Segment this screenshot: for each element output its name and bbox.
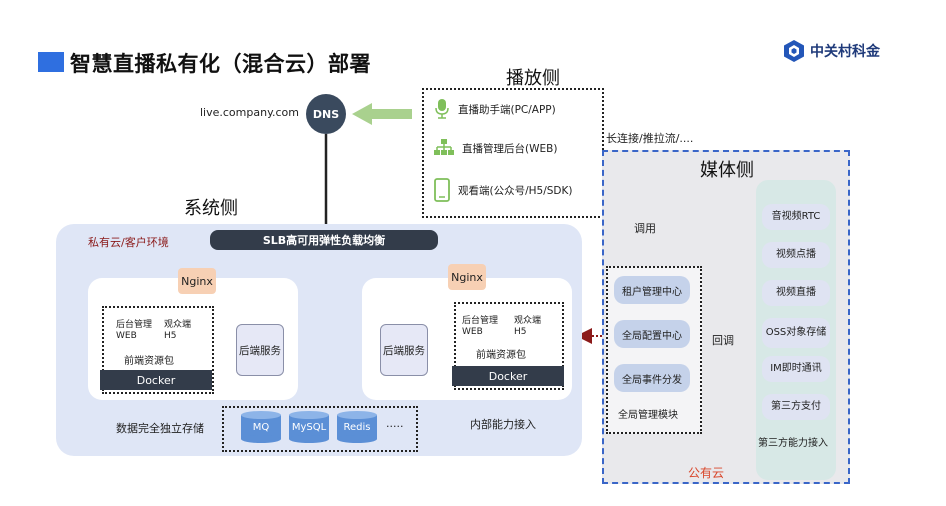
- left-frontend-pkg: 前端资源包: [124, 356, 174, 367]
- inner-ability-label: 内部能力接入: [470, 418, 536, 431]
- right-frontend-box: [454, 302, 564, 390]
- right-docker: Docker: [452, 366, 564, 386]
- media-label: 媒体侧: [700, 160, 754, 181]
- database-icon: [289, 411, 329, 443]
- nginx-right: Nginx: [448, 264, 486, 290]
- playback-item-label: 直播管理后台(WEB): [462, 142, 558, 155]
- dns-domain: live.company.com: [200, 106, 300, 119]
- playback-item-admin: 直播管理后台(WEB): [434, 138, 557, 158]
- media-item-im: IM即时通讯: [762, 356, 830, 382]
- microphone-icon: [435, 99, 449, 119]
- playback-label: 播放侧: [506, 68, 560, 89]
- playback-item-label: 直播助手端(PC/APP): [458, 103, 556, 116]
- playback-to-dns-arrow: [352, 103, 412, 125]
- mq-store: MQ: [240, 410, 282, 448]
- logo-text: 中关村科金: [810, 44, 880, 60]
- tenant-mgmt-center: 租户管理中心: [614, 276, 690, 304]
- mq-label: MQ: [252, 422, 270, 433]
- dns-node: DNS: [306, 94, 346, 134]
- global-mgmt-label: 全局管理模块: [618, 410, 678, 421]
- global-config-center: 全局配置中心: [614, 320, 690, 348]
- media-item-payment: 第三方支付: [762, 394, 830, 420]
- redis-store: Redis: [336, 410, 378, 448]
- third-party-label: 第三方能力接入: [758, 438, 828, 449]
- phone-icon: [434, 178, 450, 202]
- right-backend-service: 后端服务: [380, 324, 428, 376]
- playback-item-assistant: 直播助手端(PC/APP): [434, 98, 556, 120]
- database-icon: [241, 411, 281, 443]
- mysql-label: MySQL: [291, 422, 327, 433]
- mysql-store: MySQL: [288, 410, 330, 448]
- system-label: 系统侧: [184, 198, 238, 219]
- global-event-dispatch: 全局事件分发: [614, 364, 690, 392]
- left-backend-service: 后端服务: [236, 324, 284, 376]
- media-item-oss: OSS对象存储: [762, 318, 830, 348]
- company-logo: 中关村科金: [784, 40, 880, 62]
- nginx-left: Nginx: [178, 268, 216, 294]
- database-icon: [337, 411, 377, 443]
- title-accent-bar: [38, 52, 64, 72]
- right-frontend-pkg: 前端资源包: [476, 350, 526, 361]
- playback-box: 直播助手端(PC/APP) 直播管理后台(WEB) 观看端(公众号/H5/SDK…: [422, 88, 604, 218]
- long-connection-text: 长连接/推拉流/....: [606, 132, 694, 145]
- left-admin-web: 后台管理WEB: [116, 320, 153, 341]
- call-label: 调用: [634, 222, 656, 235]
- media-capability-column: 音视频RTC 视频点播 视频直播 OSS对象存储 IM即时通讯 第三方支付 第三…: [756, 180, 836, 480]
- org-chart-icon: [434, 139, 454, 155]
- media-item-rtc: 音视频RTC: [762, 204, 830, 230]
- stores-more: ·····: [386, 420, 404, 433]
- media-item-vod: 视频点播: [762, 242, 830, 268]
- callback-label: 回调: [712, 334, 734, 347]
- playback-item-viewer: 观看端(公众号/H5/SDK): [434, 178, 572, 202]
- left-frontend-box: [102, 306, 214, 394]
- left-viewer-h5: 观众端H5: [164, 320, 192, 341]
- slb-bar: SLB高可用弹性负载均衡: [210, 230, 438, 250]
- logo-icon: [784, 40, 804, 62]
- playback-item-label: 观看端(公众号/H5/SDK): [458, 184, 573, 197]
- storage-box: [222, 406, 418, 452]
- right-viewer-h5: 观众端H5: [514, 316, 542, 337]
- page-title: 智慧直播私有化（混合云）部署: [70, 52, 371, 76]
- public-cloud-label: 公有云: [688, 466, 725, 480]
- left-docker: Docker: [100, 370, 212, 390]
- right-admin-web: 后台管理WEB: [462, 316, 499, 337]
- media-item-live: 视频直播: [762, 280, 830, 306]
- storage-label: 数据完全独立存储: [116, 422, 204, 435]
- redis-label: Redis: [343, 422, 371, 433]
- private-cloud-label: 私有云/客户环境: [88, 236, 169, 249]
